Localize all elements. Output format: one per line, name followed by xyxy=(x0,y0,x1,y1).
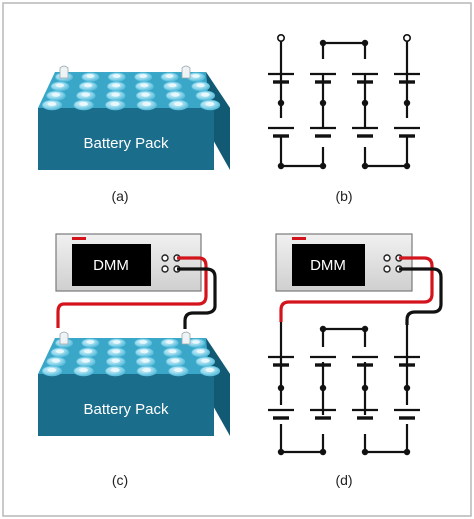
dmm-accent-c xyxy=(72,237,86,240)
cell-symbol xyxy=(310,72,336,138)
cell-cap xyxy=(192,340,200,344)
open-terminal-right-b xyxy=(402,33,411,42)
cell-symbol xyxy=(310,355,336,420)
cell-cap xyxy=(55,83,65,88)
cell-cap xyxy=(139,340,148,344)
dmm-screen-d xyxy=(292,244,365,286)
battery-pack-a: Battery Pack xyxy=(38,65,230,170)
black-lead-c xyxy=(177,267,217,329)
cell-symbol xyxy=(268,355,294,420)
cell-cap xyxy=(201,358,210,363)
pack-terminal xyxy=(59,331,69,345)
circuit-wires-b xyxy=(279,41,409,168)
cell-cap xyxy=(192,74,200,78)
cell-cap xyxy=(81,358,91,363)
cell-symbol xyxy=(352,72,378,138)
cell-cap xyxy=(84,349,93,354)
cell-cap xyxy=(51,92,61,97)
cell-cap xyxy=(110,367,120,373)
dmm-accent-d xyxy=(292,237,306,240)
red-lead-d xyxy=(279,256,434,322)
cell-cap xyxy=(205,101,215,107)
cell-cap xyxy=(112,83,121,88)
cell-cap xyxy=(141,92,150,97)
caption-a: (a) xyxy=(111,188,128,204)
dmm-label-c: DMM xyxy=(93,257,129,274)
cell-cap xyxy=(205,367,215,373)
cell-cap xyxy=(201,92,210,97)
cell-cap xyxy=(55,349,65,354)
cell-cap xyxy=(165,340,174,344)
dmm-label-d: DMM xyxy=(310,257,346,274)
cell-cap xyxy=(112,349,121,354)
cell-cap xyxy=(47,101,57,107)
cell-cap xyxy=(140,83,149,88)
cell-symbol xyxy=(394,72,420,138)
caption-b: (b) xyxy=(335,188,352,204)
circuit-wires-d xyxy=(279,322,409,454)
cell-cap xyxy=(79,101,88,107)
pack-front-c xyxy=(38,374,214,436)
cell-cap xyxy=(139,74,148,78)
cell-cap xyxy=(141,358,150,363)
cell-cap xyxy=(142,367,152,373)
pack-cells-a xyxy=(41,65,221,111)
panel-b: (b) xyxy=(268,33,420,204)
panel-d: DMM xyxy=(268,233,443,488)
cell-cap xyxy=(165,74,174,78)
cell-cap xyxy=(111,92,120,97)
cell-cap xyxy=(140,349,149,354)
cell-cap xyxy=(112,74,121,78)
cell-symbol xyxy=(352,355,378,420)
pack-terminal xyxy=(181,331,191,345)
dmm-c: DMM xyxy=(55,233,202,292)
cell-cap xyxy=(81,92,91,97)
red-lead-c xyxy=(56,256,208,328)
pack-terminal xyxy=(181,65,191,79)
cell-cap xyxy=(86,340,95,344)
cell-cap xyxy=(84,83,93,88)
caption-c: (c) xyxy=(112,472,128,488)
series-circuit-d xyxy=(268,322,420,456)
cell-cap xyxy=(112,340,121,344)
caption-d: (d) xyxy=(335,472,352,488)
cell-cap xyxy=(111,358,120,363)
pack-label-c: Battery Pack xyxy=(83,401,169,418)
panel-a: Battery Pack (a) xyxy=(38,65,230,204)
cell-cap xyxy=(174,367,183,373)
pack-label-a: Battery Pack xyxy=(83,135,169,152)
junction-dots-d xyxy=(277,325,411,456)
junction-dots-b xyxy=(277,39,411,170)
dmm-screen-c xyxy=(72,244,151,286)
pack-front-a xyxy=(38,108,214,170)
cell-cap xyxy=(142,101,152,107)
cell-cap xyxy=(171,358,180,363)
cell-cap xyxy=(174,101,183,107)
dmm-d: DMM xyxy=(275,233,413,292)
cell-cap xyxy=(47,367,57,373)
black-lead-d xyxy=(399,267,443,325)
cell-symbol xyxy=(394,355,420,420)
cell-cap xyxy=(168,349,177,354)
panel-c: DMM Battery Pack (c) xyxy=(38,233,230,488)
cell-cap xyxy=(79,367,88,373)
cell-cap xyxy=(171,92,180,97)
series-circuit-b xyxy=(268,33,420,170)
cell-cap xyxy=(168,83,177,88)
cell-cap xyxy=(110,101,120,107)
cell-cap xyxy=(86,74,95,78)
cell-cap xyxy=(196,349,205,354)
cell-cap xyxy=(196,83,205,88)
open-terminal-left-b xyxy=(276,33,285,42)
cell-cap xyxy=(51,358,61,363)
battery-pack-c: Battery Pack xyxy=(38,331,230,436)
cell-symbol xyxy=(268,72,294,138)
pack-terminal xyxy=(59,65,69,79)
pack-cells-c xyxy=(41,331,221,377)
